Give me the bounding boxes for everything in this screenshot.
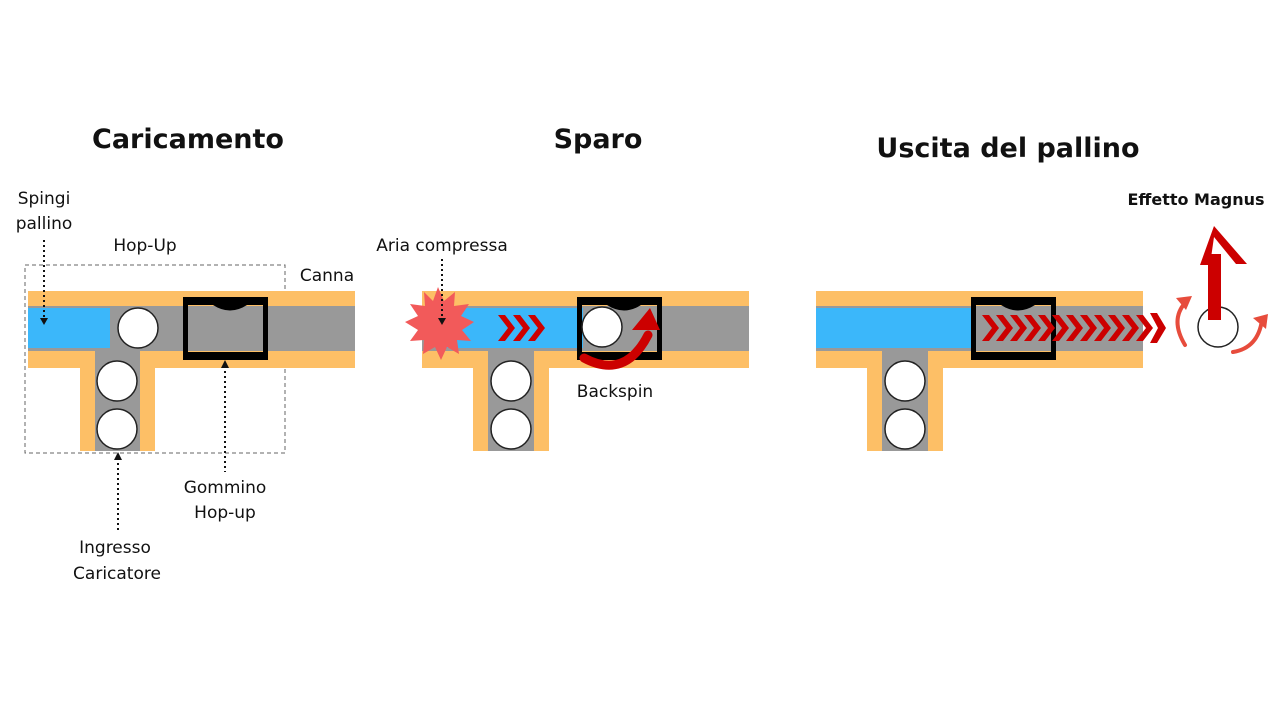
panel-exit: Uscita del pallino <box>816 133 1268 451</box>
hopup-nub <box>213 305 247 311</box>
rotation-arrowhead-icon <box>1253 314 1268 329</box>
hopup-rubber-right <box>263 297 268 359</box>
air-burst-icon <box>405 287 474 360</box>
leader-arrowhead <box>221 360 229 368</box>
hopup-rubber-left <box>577 297 582 359</box>
label-pusher-line1: Spingi <box>18 189 71 209</box>
leader-arrowhead <box>40 318 48 325</box>
bb <box>490 408 532 450</box>
hopup-rubber-top <box>183 297 268 305</box>
label-barrel: Canna <box>300 266 354 286</box>
hopup-rubber-top <box>971 297 1056 305</box>
label-mag-line2: Caricatore <box>73 564 161 584</box>
rotation-arrow-left-icon <box>1175 301 1187 347</box>
label-mag-line1: Ingresso <box>79 538 151 558</box>
hopup-nub <box>607 305 641 311</box>
backspin-arrowhead-icon <box>632 308 660 330</box>
compressed-air <box>816 308 976 348</box>
panel-firing: Sparo Aria compressa Backspin <box>376 124 749 451</box>
hopup-rubber-left <box>971 297 976 359</box>
air-flow-chevrons <box>982 313 1166 343</box>
hopup-rubber-bottom <box>971 352 1056 360</box>
hopup-rubber-top <box>577 297 662 305</box>
label-pusher-line2: pallino <box>16 214 73 234</box>
panel-title-loading: Caricamento <box>92 124 284 155</box>
hopup-rubber-bottom <box>577 352 662 360</box>
label-rubber-line1: Gommino <box>184 478 267 498</box>
bb <box>884 408 926 450</box>
hopup-rubber-right <box>657 297 662 359</box>
bb <box>884 360 926 402</box>
leader-arrowhead <box>438 318 446 325</box>
magnus-lift-arrow-icon <box>1208 254 1221 320</box>
bb <box>581 306 623 348</box>
hopup-nub <box>1001 305 1035 311</box>
label-air: Aria compressa <box>376 236 507 256</box>
hopup-rubber-bottom <box>183 352 268 360</box>
bb <box>96 360 138 402</box>
label-hopup: Hop-Up <box>113 236 176 256</box>
rotation-arrowhead-icon <box>1176 296 1192 310</box>
label-magnus: Effetto Magnus <box>1127 190 1264 209</box>
bb-pusher <box>28 308 110 348</box>
bb <box>117 307 159 349</box>
leader-arrowhead <box>114 452 122 460</box>
panel-loading: Caricamento Spingi pallino Hop-Up Canna … <box>16 124 355 584</box>
hopup-rubber-left <box>183 297 188 359</box>
panel-title-firing: Sparo <box>554 124 643 155</box>
label-rubber-line2: Hop-up <box>194 503 256 523</box>
bb <box>96 408 138 450</box>
label-backspin: Backspin <box>577 382 653 402</box>
bb <box>490 360 532 402</box>
backspin-arrow-icon <box>579 330 653 370</box>
magnus-lift-arrowhead-icon <box>1200 226 1247 265</box>
panel-title-exit: Uscita del pallino <box>876 133 1139 164</box>
